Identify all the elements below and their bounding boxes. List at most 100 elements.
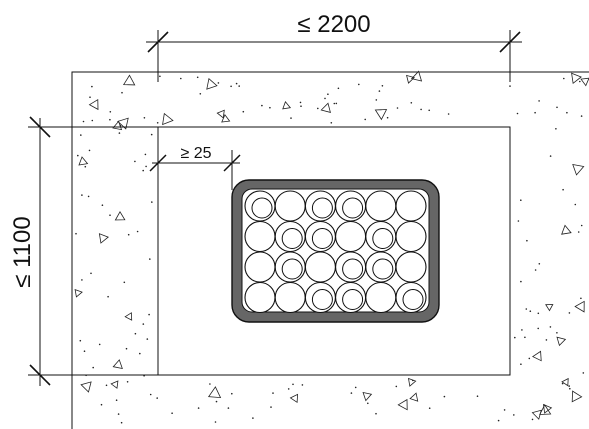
sand-dot xyxy=(503,409,506,411)
sand-dot xyxy=(333,102,336,105)
inner-pipe xyxy=(281,258,303,280)
sand-dot xyxy=(290,117,292,119)
sand-dot xyxy=(381,85,384,87)
sand-dot xyxy=(134,160,136,163)
sand-dot xyxy=(125,347,128,350)
sand-dot xyxy=(100,403,103,406)
sand-dot xyxy=(217,82,220,84)
sand-dot xyxy=(77,154,79,157)
sand-dot xyxy=(127,233,130,236)
pipe xyxy=(244,281,276,314)
aggregate-mark xyxy=(122,74,136,86)
aggregate-mark xyxy=(531,350,542,362)
aggregate-mark xyxy=(117,117,129,130)
aggregate-mark xyxy=(571,390,583,403)
pipe xyxy=(395,190,427,222)
sand-dot xyxy=(149,258,151,260)
pipe xyxy=(335,251,367,283)
sand-dot xyxy=(230,85,232,88)
sand-dot xyxy=(126,381,129,383)
pipe xyxy=(395,281,427,314)
sand-dot xyxy=(561,382,564,385)
sand-dot xyxy=(549,326,552,328)
sand-dot xyxy=(117,413,120,415)
sand-dot xyxy=(301,384,304,386)
inner-pipe xyxy=(372,228,394,249)
inner-pipe xyxy=(281,228,303,249)
sand-dot xyxy=(107,295,109,298)
sand-dot xyxy=(115,399,118,402)
sand-dot xyxy=(121,91,123,94)
sand-dot xyxy=(335,102,338,105)
inner-pipe xyxy=(342,289,364,310)
sand-dot xyxy=(354,386,357,389)
sand-dot xyxy=(528,357,531,360)
inner-pipe xyxy=(311,289,333,310)
inner-pipe xyxy=(311,197,333,219)
pipe xyxy=(395,220,427,253)
aggregate-mark xyxy=(410,70,423,82)
sand-dot xyxy=(566,111,568,114)
aggregate-mark xyxy=(539,404,552,415)
sand-dot xyxy=(386,116,389,119)
pipe xyxy=(274,220,306,253)
sand-dot xyxy=(109,214,111,216)
sand-dot xyxy=(148,313,150,316)
sand-dot xyxy=(151,201,153,203)
aggregate-mark xyxy=(114,211,126,221)
inner-pipe xyxy=(372,258,394,280)
sand-dot xyxy=(91,85,93,88)
sand-dot xyxy=(209,383,211,385)
sand-dot xyxy=(235,82,238,85)
sand-dot xyxy=(364,118,367,121)
inner-pipe xyxy=(342,197,364,219)
sand-dot xyxy=(395,385,398,388)
sand-dot xyxy=(145,165,147,168)
sand-dot xyxy=(196,76,199,79)
pipe xyxy=(335,190,367,222)
sand-dot xyxy=(146,338,149,340)
sand-dot xyxy=(447,113,450,115)
sand-dot xyxy=(428,109,431,112)
sand-dot xyxy=(513,414,515,416)
pipe xyxy=(244,190,276,222)
aggregate-mark xyxy=(110,380,119,389)
sand-dot xyxy=(330,122,333,124)
sand-dot xyxy=(520,199,522,201)
sand-dot xyxy=(123,281,126,284)
width-dimension xyxy=(146,30,522,82)
sand-dot xyxy=(82,120,85,123)
sand-dot xyxy=(270,406,272,408)
sand-dot xyxy=(272,392,274,394)
aggregate-mark xyxy=(221,114,231,123)
pipe xyxy=(304,281,336,314)
sand-dot xyxy=(180,77,182,80)
sand-dot xyxy=(134,332,137,335)
pipe xyxy=(304,190,336,222)
sand-dot xyxy=(555,128,557,130)
sand-dot xyxy=(577,231,580,233)
clearance-dimension xyxy=(149,150,241,190)
pipe xyxy=(335,220,367,253)
sand-dot xyxy=(568,312,571,314)
sand-dot xyxy=(582,372,585,374)
aggregate-mark xyxy=(320,102,331,113)
sand-dot xyxy=(410,102,413,104)
aggregate-mark xyxy=(580,77,589,87)
sand-dot xyxy=(88,149,91,152)
pipe-grid xyxy=(244,190,427,314)
sand-dot xyxy=(517,220,520,222)
aggregate-mark xyxy=(74,288,83,298)
sand-dot xyxy=(358,83,360,86)
inner-pipe xyxy=(311,228,333,249)
sand-dot xyxy=(92,366,94,369)
pipe xyxy=(304,220,336,253)
sand-dot xyxy=(556,106,558,109)
aggregate-mark xyxy=(561,377,569,387)
sand-dot xyxy=(375,412,377,415)
sand-dot xyxy=(317,107,319,110)
sand-dot xyxy=(101,204,104,206)
sand-dot xyxy=(569,387,571,390)
sand-dot xyxy=(300,105,302,107)
aggregate-mark xyxy=(206,77,218,90)
